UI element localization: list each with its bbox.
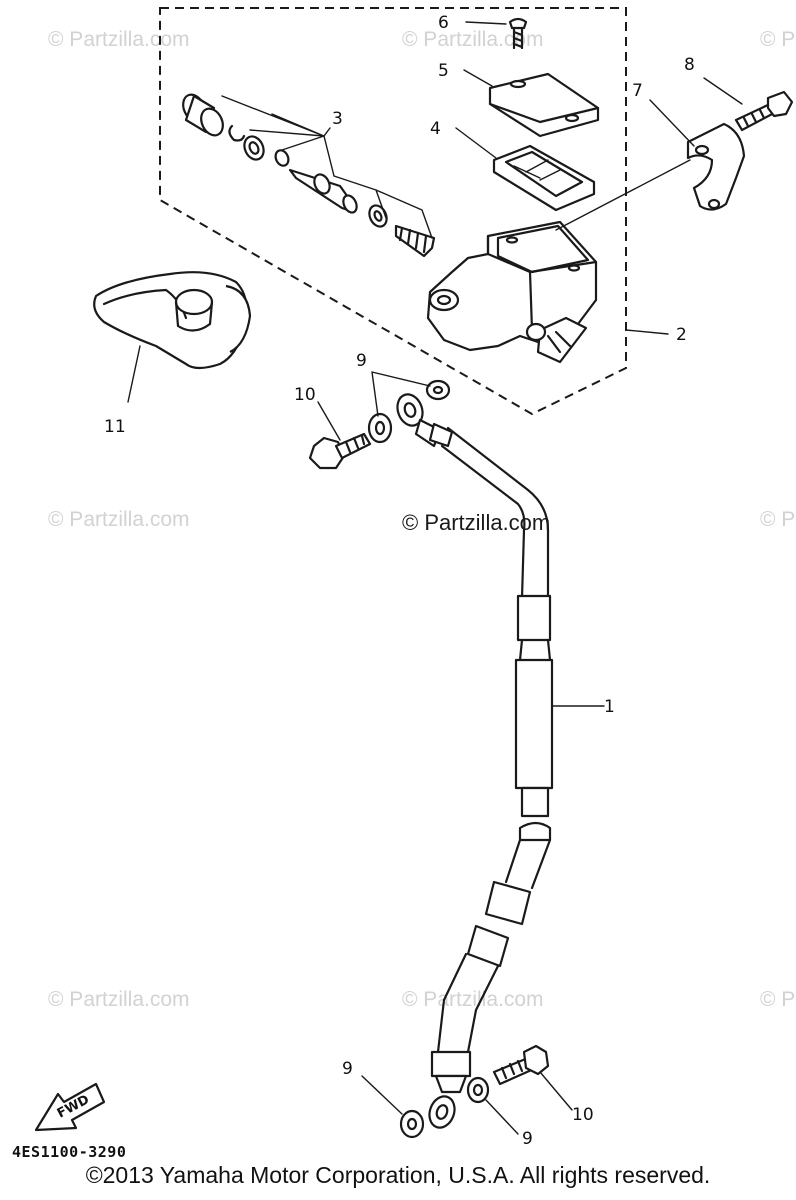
watermark-text: © Partzilla.com [760, 988, 796, 1011]
watermark-text: © Partzilla.com [402, 988, 544, 1011]
watermark-text: © Partzilla.com [402, 28, 544, 51]
screw-part [508, 17, 528, 50]
watermark-main: © Partzilla.com [402, 510, 550, 535]
watermark-group: © Partzilla.com © Partzilla.com © Partzi… [48, 28, 796, 1011]
callout-11: 11 [104, 417, 126, 437]
upper-washers-and-bolt [308, 379, 451, 470]
callout-10: 10 [294, 385, 316, 405]
catalog-code: 4ES1100-3290 [12, 1143, 127, 1161]
callout-9: 9 [342, 1059, 353, 1079]
callout-9: 9 [356, 351, 367, 371]
copyright-notice: ©2013 Yamaha Motor Corporation, U.S.A. A… [85, 1162, 711, 1188]
callout-9: 9 [522, 1129, 533, 1149]
watermark-text: © Partzilla.com [760, 508, 796, 531]
diaphragm-part [492, 144, 596, 212]
watermark-text: © Partzilla.com [48, 28, 190, 51]
callout-3: 3 [332, 109, 343, 129]
watermark-text: © Partzilla.com [48, 988, 190, 1011]
watermark-text: © Partzilla.com [760, 28, 796, 51]
assembly-boundary [159, 7, 627, 416]
callout-6: 6 [438, 13, 449, 33]
brake-hose-part [396, 393, 554, 1129]
master-cylinder-body [426, 220, 598, 364]
callout-labels: 1 2 3 4 5 6 7 8 9 10 11 9 9 10 [104, 13, 695, 1149]
callout-2: 2 [676, 325, 687, 345]
callout-8: 8 [684, 55, 695, 75]
leader-lines [127, 21, 743, 1135]
callout-1: 1 [604, 697, 615, 717]
handlebar-clamp-part [686, 122, 746, 211]
callout-10: 10 [572, 1105, 594, 1125]
callout-5: 5 [438, 61, 449, 81]
forward-arrow-icon: FWD [34, 1082, 106, 1132]
reservoir-cap-part [488, 72, 600, 138]
callout-7: 7 [632, 81, 643, 101]
callout-4: 4 [430, 119, 441, 139]
lower-washers-and-bolt [399, 1044, 550, 1139]
piston-kit-parts [182, 93, 436, 258]
clamp-bolt-part [734, 90, 794, 132]
lever-cover-part [93, 271, 252, 370]
watermark-text: © Partzilla.com [48, 508, 190, 531]
